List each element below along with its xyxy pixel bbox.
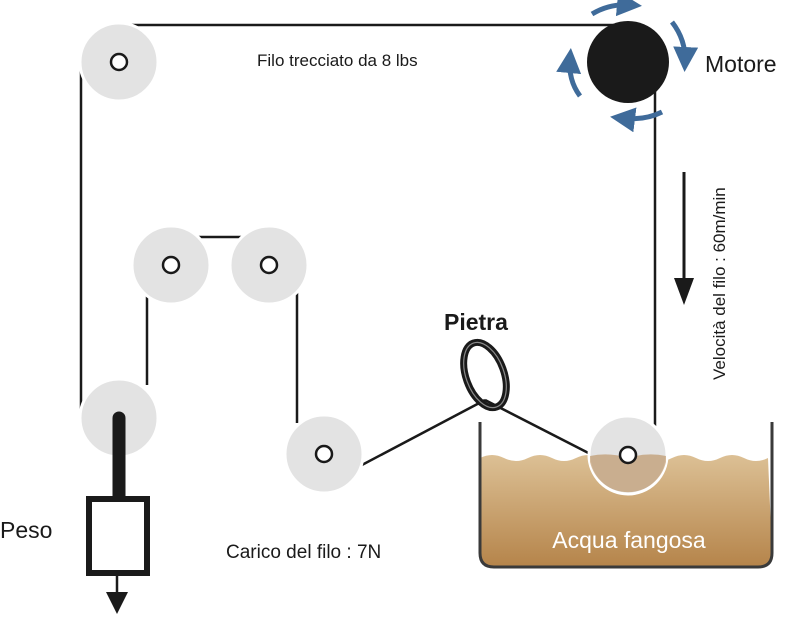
rotation-arrows	[556, 0, 699, 133]
mud-water	[480, 455, 772, 567]
weight-box	[86, 496, 150, 576]
pulley-water	[587, 414, 669, 496]
stone	[460, 338, 510, 412]
speed-down-arrow	[674, 278, 694, 305]
pulley-middle-left	[130, 224, 212, 306]
pulley-top-left	[78, 21, 160, 103]
pulley-middle-right	[228, 224, 310, 306]
load-label: Carico del filo : 7N	[226, 542, 381, 563]
weight-label: Peso	[0, 517, 52, 543]
speed-indicator: Velocità del filo : 60m/min	[674, 172, 729, 380]
motor: Motore	[556, 0, 777, 133]
water-label: Acqua fangosa	[552, 527, 706, 553]
weight-down-arrow	[106, 592, 128, 614]
stone-label: Pietra	[444, 309, 508, 335]
speed-label: Velocità del filo : 60m/min	[710, 187, 729, 380]
weight-assembly	[86, 411, 150, 614]
wire-label: Filo trecciato da 8 lbs	[257, 51, 418, 70]
tank-outline	[478, 422, 774, 569]
pulley-bottom	[283, 413, 365, 495]
mud-tank: Acqua fangosa	[478, 422, 774, 569]
motor-label: Motore	[705, 51, 777, 77]
motor-wheel	[587, 21, 669, 103]
